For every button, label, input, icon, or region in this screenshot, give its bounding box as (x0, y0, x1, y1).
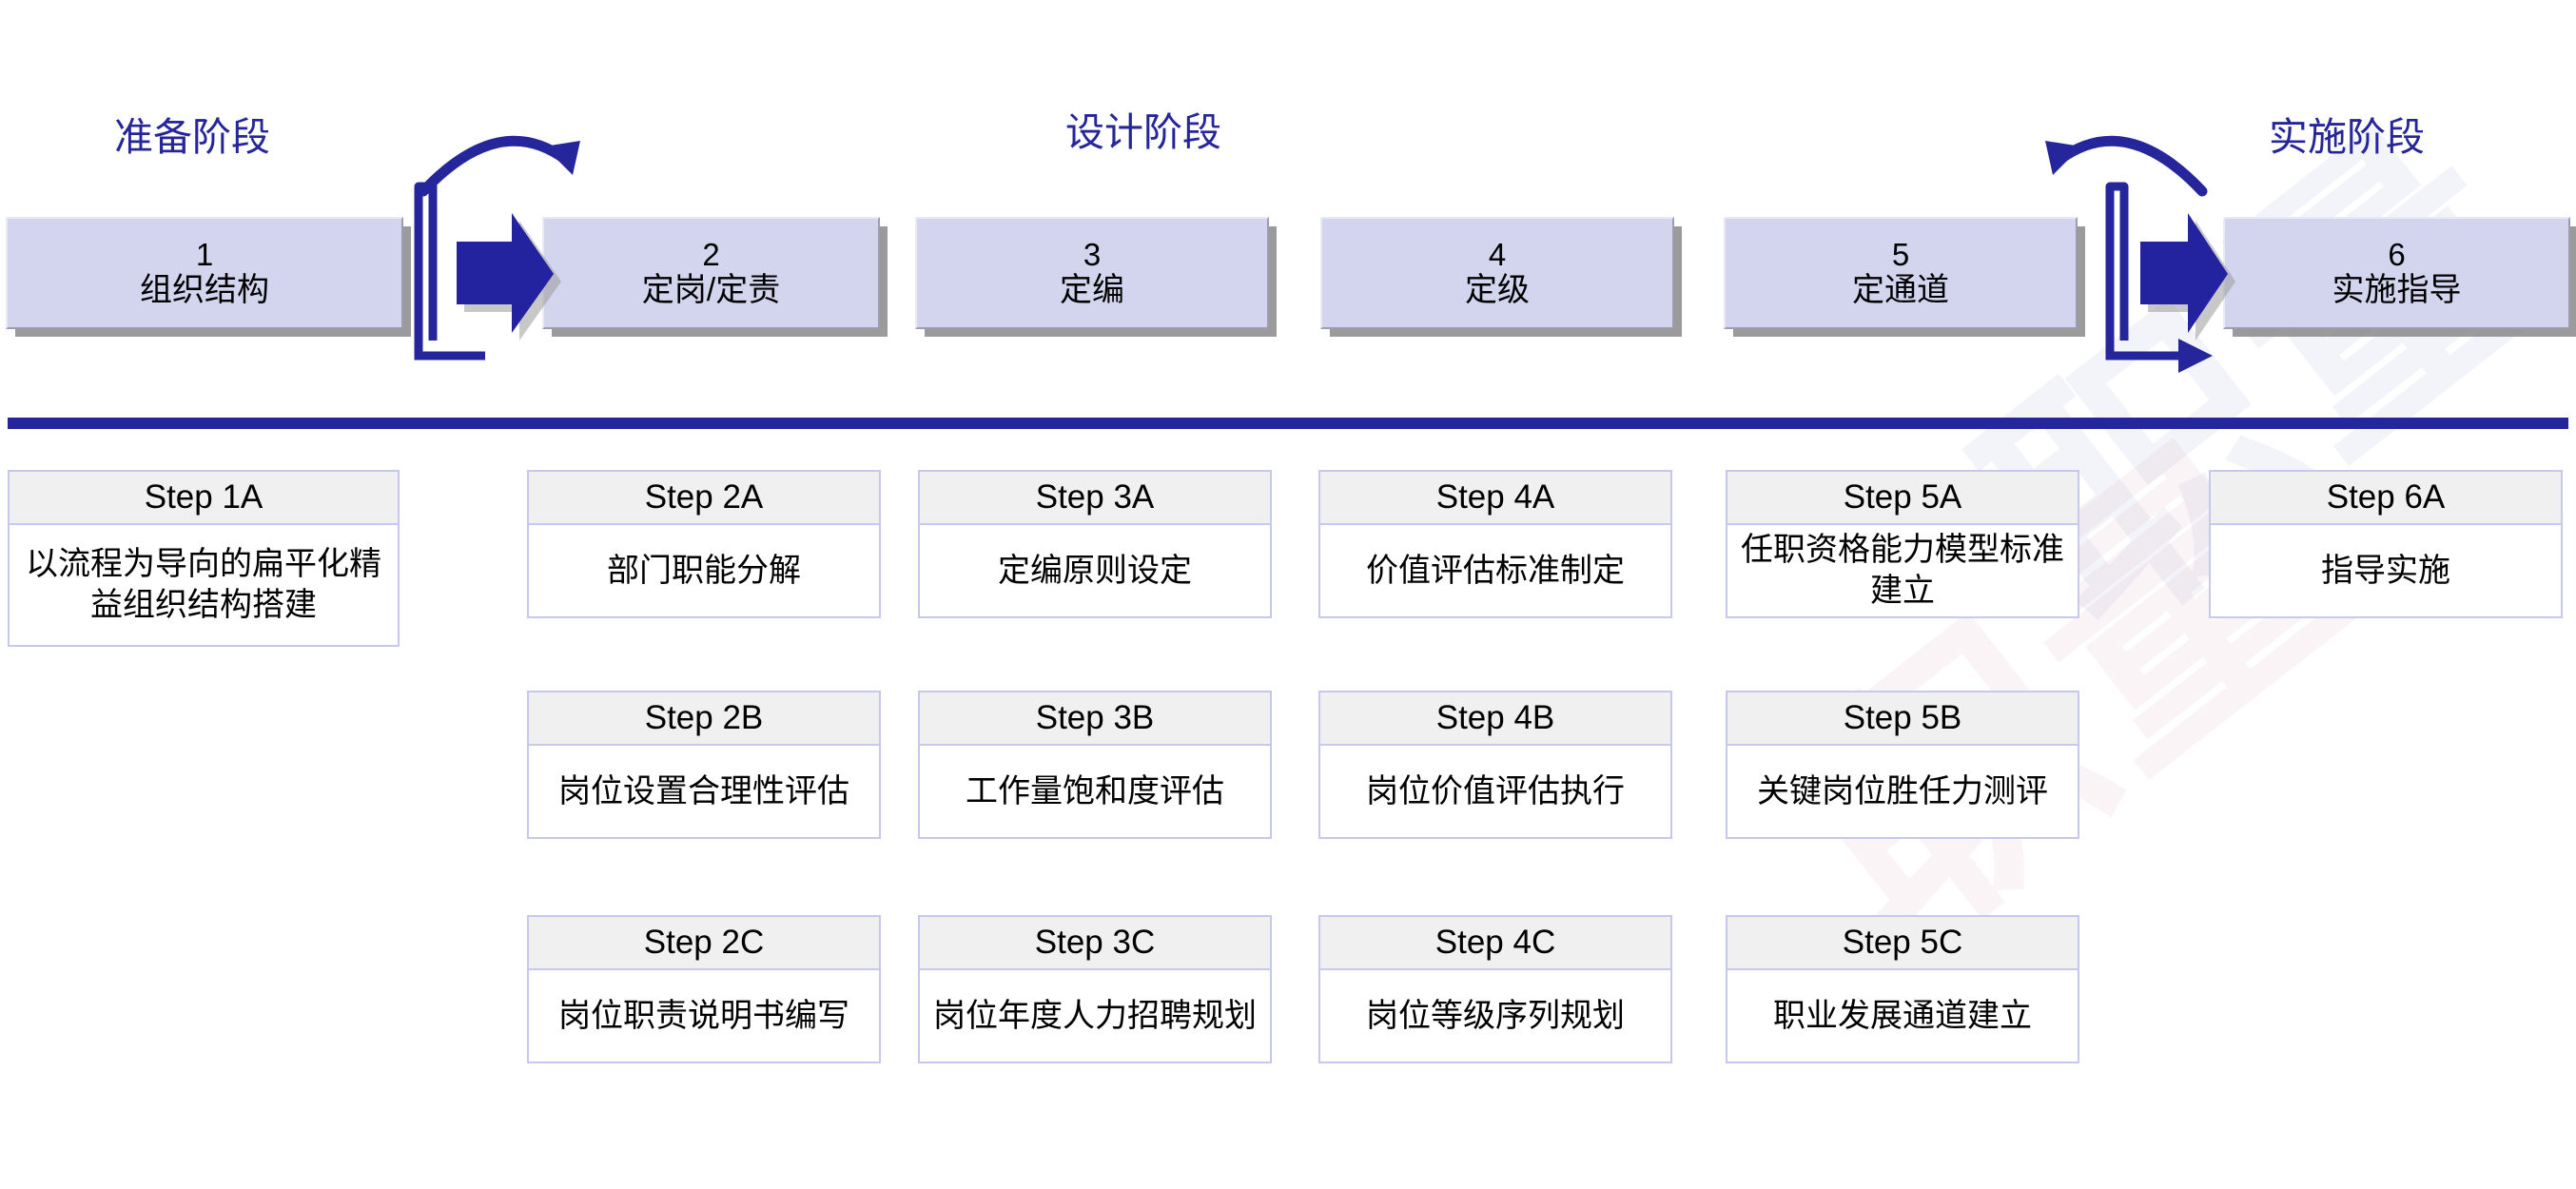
step-card-1a-header: Step 1A (10, 472, 398, 525)
step-card-3c-body: 岗位年度人力招聘规划 (920, 970, 1270, 1062)
step-card-6a-body: 指导实施 (2211, 525, 2561, 616)
step-card-3b[interactable]: Step 3B 工作量饱和度评估 (918, 691, 1272, 839)
step-card-2b-header: Step 2B (529, 692, 879, 746)
stage-title-implement: 实施阶段 (2269, 115, 2425, 159)
step-card-2c[interactable]: Step 2C 岗位职责说明书编写 (527, 915, 881, 1063)
step-card-3c-header: Step 3C (920, 917, 1270, 970)
step-card-5c-header: Step 5C (1727, 917, 2078, 970)
phase-number-3: 3 (1083, 237, 1102, 273)
phase-box-4[interactable]: 4 定级 (1320, 217, 1674, 329)
step-card-6a[interactable]: Step 6A 指导实施 (2209, 470, 2563, 618)
step-card-2c-header: Step 2C (529, 917, 879, 970)
step-card-5c[interactable]: Step 5C 职业发展通道建立 (1726, 915, 2079, 1063)
curved-arrow-right-icon (418, 135, 580, 197)
step-card-3a-header: Step 3A (920, 472, 1270, 525)
phase-label-2: 定岗/定责 (641, 271, 781, 308)
step-card-5b-header: Step 5B (1727, 692, 2078, 746)
step-card-2b-body: 岗位设置合理性评估 (529, 746, 879, 837)
step-card-4a-body: 价值评估标准制定 (1320, 525, 1670, 616)
step-card-4b-header: Step 4B (1320, 692, 1670, 746)
phase-box-3[interactable]: 3 定编 (915, 217, 1269, 329)
phase-number-4: 4 (1488, 237, 1507, 273)
step-card-5b-body: 关键岗位胜任力测评 (1727, 746, 2078, 837)
step-card-6a-header: Step 6A (2211, 472, 2561, 525)
step-card-4b[interactable]: Step 4B 岗位价值评估执行 (1318, 691, 1672, 839)
phase-label-1: 组织结构 (140, 271, 269, 308)
chevron-arrow-right-icon (457, 213, 561, 341)
step-card-4a-header: Step 4A (1320, 472, 1670, 525)
phase-label-5: 定通道 (1852, 271, 1949, 308)
step-card-5a-header: Step 5A (1727, 472, 2078, 525)
step-card-2b[interactable]: Step 2B 岗位设置合理性评估 (527, 691, 881, 839)
step-card-2a-body: 部门职能分解 (529, 525, 879, 616)
stage-title-design: 设计阶段 (1065, 110, 1221, 154)
step-card-3c[interactable]: Step 3C 岗位年度人力招聘规划 (918, 915, 1272, 1063)
step-card-4a[interactable]: Step 4A 价值评估标准制定 (1318, 470, 1672, 618)
bracket-shape (414, 182, 485, 361)
phase-label-3: 定编 (1060, 271, 1124, 308)
step-card-3b-header: Step 3B (920, 692, 1270, 746)
step-card-1a[interactable]: Step 1A 以流程为导向的扁平化精益组织结构搭建 (8, 470, 400, 647)
section-divider (8, 418, 2568, 429)
chevron-arrow-right-icon (2140, 213, 2235, 341)
step-card-2a[interactable]: Step 2A 部门职能分解 (527, 470, 881, 618)
phase-box-2[interactable]: 2 定岗/定责 (542, 217, 880, 329)
step-card-4b-body: 岗位价值评估执行 (1320, 746, 1670, 837)
phase-number-1: 1 (195, 237, 214, 273)
connector-1-to-2 (400, 91, 580, 361)
step-card-3a[interactable]: Step 3A 定编原则设定 (918, 470, 1272, 618)
phase-box-6[interactable]: 6 实施指导 (2223, 217, 2570, 329)
phase-box-1[interactable]: 1 组织结构 (6, 217, 403, 329)
step-card-4c-header: Step 4C (1320, 917, 1670, 970)
step-card-3a-body: 定编原则设定 (920, 525, 1270, 616)
step-card-2a-header: Step 2A (529, 472, 879, 525)
phase-label-6: 实施指导 (2332, 271, 2462, 308)
phase-number-2: 2 (702, 237, 720, 273)
phase-number-5: 5 (1891, 237, 1910, 273)
phase-box-5[interactable]: 5 定通道 (1724, 217, 2078, 329)
stage-title-prepare: 准备阶段 (114, 115, 270, 159)
curved-arrow-left-icon (2045, 135, 2208, 197)
step-card-2c-body: 岗位职责说明书编写 (529, 970, 879, 1062)
step-card-1a-body: 以流程为导向的扁平化精益组织结构搭建 (10, 525, 398, 645)
connector-5-to-6 (2036, 91, 2235, 373)
step-card-3b-body: 工作量饱和度评估 (920, 746, 1270, 837)
step-card-5a[interactable]: Step 5A 任职资格能力模型标准建立 (1726, 470, 2079, 618)
step-card-4c[interactable]: Step 4C 岗位等级序列规划 (1318, 915, 1672, 1063)
bracket-shape (2105, 182, 2213, 373)
step-card-5a-body: 任职资格能力模型标准建立 (1727, 525, 2078, 616)
step-card-5c-body: 职业发展通道建立 (1727, 970, 2078, 1062)
phase-label-4: 定级 (1465, 271, 1530, 308)
step-card-5b[interactable]: Step 5B 关键岗位胜任力测评 (1726, 691, 2079, 839)
phase-number-6: 6 (2388, 237, 2406, 273)
step-card-4c-body: 岗位等级序列规划 (1320, 970, 1670, 1062)
